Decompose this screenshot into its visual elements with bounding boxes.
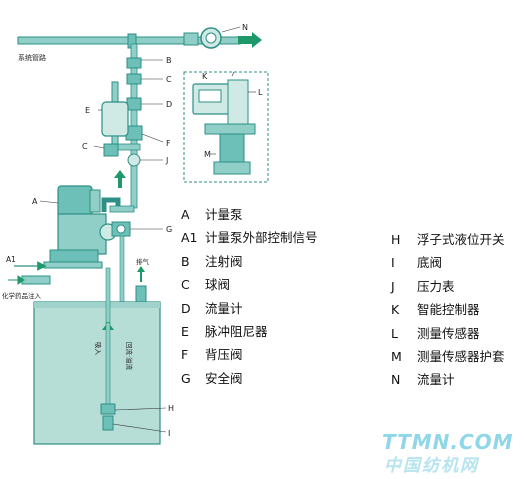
legend-item: A 计量泵 bbox=[181, 203, 318, 226]
flow-arrow-up bbox=[114, 170, 126, 188]
legend-item: D 流量计 bbox=[181, 297, 318, 320]
pulsation-damper bbox=[101, 81, 129, 157]
legend-key: M bbox=[391, 349, 402, 365]
legend-left: A 计量泵 A1 计量泵外部控制信号 B 注射阀 C 球阀 D 流量计 E 脉冲阻尼器 F 背压阀 G 安全阀 bbox=[181, 203, 318, 390]
callout-j: J bbox=[165, 156, 168, 165]
legend-key: A bbox=[181, 207, 190, 222]
callout-c-left: C bbox=[82, 142, 88, 151]
system-pipe bbox=[17, 32, 262, 49]
callout-h: H bbox=[168, 404, 174, 413]
legend-key: A1 bbox=[181, 230, 198, 246]
legend-key: B bbox=[181, 253, 190, 269]
callout-i: I bbox=[168, 429, 170, 438]
legend-text: 计量泵 bbox=[205, 207, 243, 222]
callout-a: A bbox=[32, 197, 38, 206]
callout-l: L bbox=[258, 88, 263, 97]
legend-key: I bbox=[391, 255, 395, 271]
legend-key: F bbox=[181, 347, 189, 363]
flow-arrow-right bbox=[238, 32, 262, 48]
legend-item: N 流量计 bbox=[391, 368, 505, 391]
legend-item: J 压力表 bbox=[391, 275, 505, 298]
legend-key: L bbox=[391, 325, 398, 341]
legend-text: 脉冲阻尼器 bbox=[205, 324, 268, 340]
legend-key: N bbox=[391, 372, 401, 388]
legend-item: L 测量传感器 bbox=[391, 322, 505, 345]
legend-key: E bbox=[181, 324, 189, 340]
suction-line bbox=[100, 267, 116, 431]
callout-f: F bbox=[166, 139, 171, 148]
legend-key: H bbox=[391, 232, 401, 247]
legend-item: K 智能控制器 bbox=[391, 298, 505, 321]
legend-key: G bbox=[181, 370, 191, 386]
legend-item: E 脉冲阻尼器 bbox=[181, 320, 318, 343]
legend-right: H 浮子式液位开关 I 底阀 J 压力表 K 智能控制器 L 测量传感器 M 测量传感器护套 N 流量计 bbox=[391, 228, 505, 392]
safety-valve bbox=[111, 221, 131, 237]
callout-n: N bbox=[242, 23, 248, 32]
legend-item: M 测量传感器护套 bbox=[391, 345, 505, 368]
legend-item: I 底阀 bbox=[391, 251, 505, 274]
legend-item: C 球阀 bbox=[181, 273, 318, 296]
callout-c-top: C bbox=[166, 75, 172, 84]
legend-text: 压力表 bbox=[417, 278, 455, 294]
legend-item: G 安全阀 bbox=[181, 367, 318, 390]
legend-text: 背压阀 bbox=[205, 347, 243, 363]
legend-text: 计量泵外部控制信号 bbox=[205, 230, 318, 246]
controller-assembly bbox=[183, 71, 269, 183]
inlet-label: 化学药品注入 bbox=[2, 291, 42, 300]
legend-item: H 浮子式液位开关 bbox=[391, 228, 505, 251]
legend-text: 流量计 bbox=[417, 372, 455, 388]
vent bbox=[135, 266, 147, 303]
legend-item: B 注射阀 bbox=[181, 250, 318, 273]
watermark-line2: 中国纺机网 bbox=[384, 456, 479, 476]
callout-m: M bbox=[204, 150, 211, 159]
legend-key: J bbox=[391, 278, 395, 294]
callout-a1: A1 bbox=[6, 255, 16, 264]
callout-b: B bbox=[166, 56, 172, 65]
legend-text: 流量计 bbox=[205, 300, 243, 316]
callout-d: D bbox=[166, 100, 172, 109]
chemical-inlet bbox=[8, 275, 51, 285]
legend-text: 注射阀 bbox=[205, 253, 243, 269]
legend-text: 智能控制器 bbox=[417, 302, 480, 318]
callout-e: E bbox=[85, 106, 90, 115]
return-label: 回流·溢流 bbox=[125, 342, 134, 371]
legend-text: 球阀 bbox=[205, 277, 231, 293]
legend-item: A1 计量泵外部控制信号 bbox=[181, 226, 318, 249]
vent-label: 排气 bbox=[136, 257, 150, 266]
pipe-label: 系统管路 bbox=[18, 53, 46, 62]
suction-label: 吸入 bbox=[94, 342, 102, 356]
legend-text: 安全阀 bbox=[205, 370, 243, 386]
legend-item: F 背压阀 bbox=[181, 343, 318, 366]
legend-key: K bbox=[391, 302, 400, 318]
watermark-line1: TTMN.COM bbox=[382, 430, 514, 454]
legend-text: 测量传感器护套 bbox=[417, 349, 505, 365]
legend-key: C bbox=[181, 277, 190, 293]
legend-text: 浮子式液位开关 bbox=[417, 232, 505, 247]
legend-key: D bbox=[181, 300, 191, 316]
callout-g: G bbox=[166, 225, 172, 234]
chemical-tank bbox=[33, 301, 161, 445]
callout-k: K bbox=[202, 72, 208, 81]
legend-text: 底阀 bbox=[417, 255, 443, 271]
flowmeter-n bbox=[183, 27, 222, 49]
legend-text: 测量传感器 bbox=[417, 325, 480, 341]
discharge-pipe bbox=[101, 197, 121, 212]
